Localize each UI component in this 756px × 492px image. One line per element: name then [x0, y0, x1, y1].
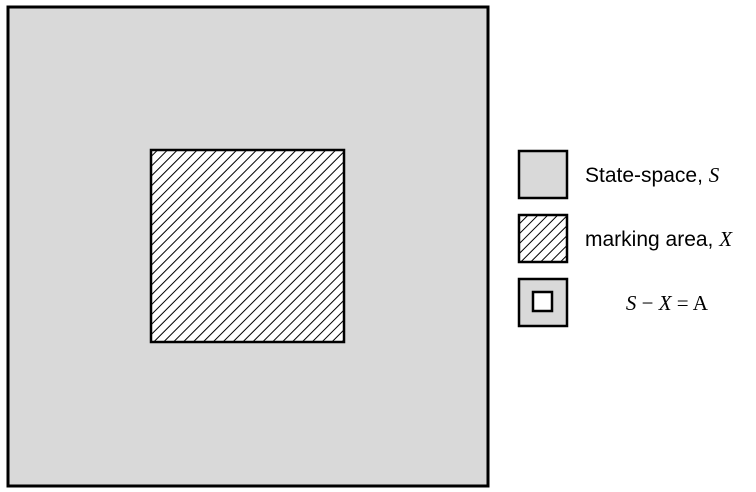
complement-lhs-symbol: S [626, 291, 637, 315]
complement-operator: − [636, 291, 658, 315]
complement-equals: = [672, 291, 693, 315]
marking-area-region [149, 148, 346, 344]
legend-swatch-state-space [517, 149, 569, 200]
legend-item-state-space: State-space, S [517, 149, 720, 200]
complement-result: A [693, 291, 709, 315]
state-space-symbol: S [709, 163, 720, 187]
legend-label-marking-area: marking area, X [585, 227, 733, 251]
legend-label-state-space: State-space, S [585, 163, 720, 187]
complement-rhs-symbol: X [658, 291, 673, 315]
legend-label-complement: S − X = A [585, 291, 737, 315]
legend-item-complement: S − X = A [517, 277, 737, 328]
legend-swatch-complement-inner [531, 290, 554, 313]
legend-item-marking-area: marking area, X [517, 213, 733, 264]
marking-area-symbol: X [718, 227, 733, 251]
legend-swatch-marking-area [517, 213, 569, 264]
